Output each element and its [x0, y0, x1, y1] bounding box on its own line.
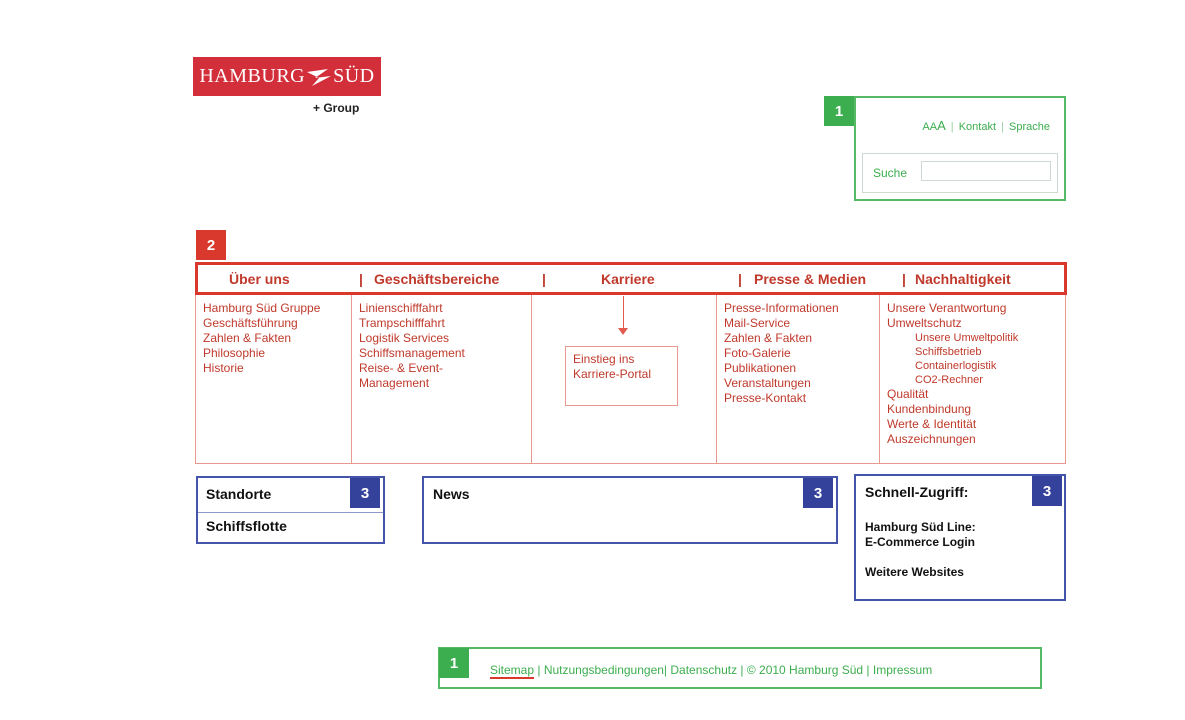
separator: |	[1001, 121, 1004, 133]
arrow-line	[623, 296, 624, 332]
submenu-ueber-uns: Hamburg Süd Gruppe Geschäftsführung Zahl…	[195, 295, 352, 464]
submenu-subitem[interactable]: CO2-Rechner	[915, 374, 983, 386]
submenu-item[interactable]: Philosophie	[203, 346, 266, 360]
zone-badge-1: 1	[439, 648, 469, 678]
nav-karriere[interactable]: Karriere	[601, 271, 655, 287]
hamburg-sued-logo[interactable]: HAMBURG SÜD	[193, 57, 381, 96]
submenu-subitem[interactable]: Unsere Umweltpolitik	[915, 332, 1019, 344]
submenu-item[interactable]: Kundenbindung	[887, 402, 972, 416]
submenu-item[interactable]: Werte & Identität	[887, 417, 977, 431]
submenu-item[interactable]: Zahlen & Fakten	[724, 331, 813, 345]
group-link[interactable]: + Group	[313, 101, 360, 115]
submenu-item[interactable]: Umweltschutz	[887, 316, 962, 330]
nav-geschaeftsbereiche[interactable]: Geschäftsbereiche	[374, 271, 500, 287]
nav-nachhaltigkeit[interactable]: Nachhaltigkeit	[915, 271, 1011, 287]
utility-links: AAA | Kontakt | Sprache	[922, 118, 1050, 133]
ecommerce-login-link[interactable]: E-Commerce Login	[865, 535, 976, 549]
standorte-box: Standorte Schiffsflotte	[196, 476, 385, 544]
submenu-item[interactable]: Schiffsmanagement	[359, 346, 465, 360]
submenu-item[interactable]: Logistik Services	[359, 331, 450, 345]
zone-badge-2: 2	[196, 230, 226, 260]
submenu-item[interactable]: Reise- & Event-	[359, 361, 444, 375]
nav-ueber-uns[interactable]: Über uns	[229, 271, 290, 287]
footer-box: Sitemap | Nutzungsbedingungen| Datenschu…	[438, 647, 1042, 689]
submenu-subitem[interactable]: Containerlogistik	[915, 360, 997, 372]
submenu-item[interactable]: Unsere Verantwortung	[887, 301, 1007, 315]
submenu-item[interactable]: Linienschifffahrt	[359, 301, 443, 315]
news-box: News	[422, 476, 838, 544]
footer-link-list[interactable]: | Nutzungsbedingungen| Datenschutz | © 2…	[534, 663, 933, 677]
main-navigation: Über uns | Geschäftsbereiche | Karriere …	[195, 262, 1067, 295]
standorte-link[interactable]: Standorte	[206, 486, 272, 502]
news-title[interactable]: News	[433, 486, 470, 502]
schnell-zugriff-box: Schnell-Zugriff: Hamburg Süd Line: E-Com…	[854, 474, 1066, 601]
logo-text-right: SÜD	[333, 65, 375, 87]
submenu-item[interactable]: Trampschifffahrt	[359, 316, 445, 330]
submenu-nachhaltigkeit: Unsere Verantwortung Umweltschutz Unsere…	[879, 295, 1066, 464]
utility-box: AAA | Kontakt | Sprache Suche	[854, 96, 1066, 201]
submenu-item[interactable]: Hamburg Süd Gruppe	[203, 301, 321, 315]
nav-separator: |	[359, 271, 363, 287]
search-area: Suche	[862, 153, 1058, 193]
search-label: Suche	[873, 166, 908, 180]
weitere-websites-link[interactable]: Weitere Websites	[865, 565, 964, 579]
submenu-item[interactable]: Zahlen & Fakten	[203, 331, 292, 345]
submenu-item[interactable]: Mail-Service	[724, 316, 791, 330]
divider	[198, 512, 383, 513]
submenu-item[interactable]: Publikationen	[724, 361, 797, 375]
zone-badge-3: 3	[1032, 476, 1062, 506]
submenu-item[interactable]: Auszeichnungen	[887, 432, 976, 446]
submenu-geschaeftsbereiche: Linienschifffahrt Trampschifffahrt Logis…	[351, 295, 532, 464]
karriere-portal-line: Einstieg ins	[573, 352, 635, 366]
arrow-down-icon	[618, 328, 628, 335]
logo-text-left: HAMBURG	[199, 65, 306, 87]
footer-links: Sitemap | Nutzungsbedingungen| Datenschu…	[490, 663, 933, 679]
submenu-item[interactable]: Presse-Kontakt	[724, 391, 807, 405]
zone-badge-3: 3	[350, 478, 380, 508]
submenu-item[interactable]: Management	[359, 376, 430, 390]
submenu-presse: Presse-Informationen Mail-Service Zahlen…	[716, 295, 880, 464]
sprache-link[interactable]: Sprache	[1009, 121, 1050, 133]
schnell-zugriff-title: Schnell-Zugriff:	[865, 484, 969, 500]
hamburg-sued-line-label: Hamburg Süd Line:	[865, 520, 976, 534]
submenu-item[interactable]: Presse-Informationen	[724, 301, 839, 315]
kontakt-link[interactable]: Kontakt	[958, 121, 997, 133]
submenu-item[interactable]: Foto-Galerie	[724, 346, 791, 360]
submenu-item[interactable]: Veranstaltungen	[724, 376, 811, 390]
schiffsflotte-link[interactable]: Schiffsflotte	[206, 518, 287, 534]
wave-icon	[307, 68, 332, 86]
separator: |	[950, 121, 954, 133]
submenu-item[interactable]: Historie	[203, 361, 244, 375]
karriere-portal-line: Karriere-Portal	[573, 367, 652, 381]
font-size-toggle[interactable]: AAA	[922, 118, 946, 133]
submenu-subitem[interactable]: Schiffsbetrieb	[915, 346, 982, 358]
search-input[interactable]	[921, 161, 1051, 181]
nav-separator: |	[738, 271, 742, 287]
zone-badge-1: 1	[824, 96, 854, 126]
karriere-portal-link[interactable]: Einstieg ins Karriere-Portal	[565, 346, 678, 406]
nav-presse-medien[interactable]: Presse & Medien	[754, 271, 867, 287]
nav-separator: |	[902, 271, 906, 287]
sitemap-link[interactable]: Sitemap	[490, 663, 535, 679]
submenu-item[interactable]: Qualität	[887, 387, 929, 401]
zone-badge-3: 3	[803, 478, 833, 508]
nav-separator: |	[542, 271, 546, 287]
submenu-item[interactable]: Geschäftsführung	[203, 316, 298, 330]
